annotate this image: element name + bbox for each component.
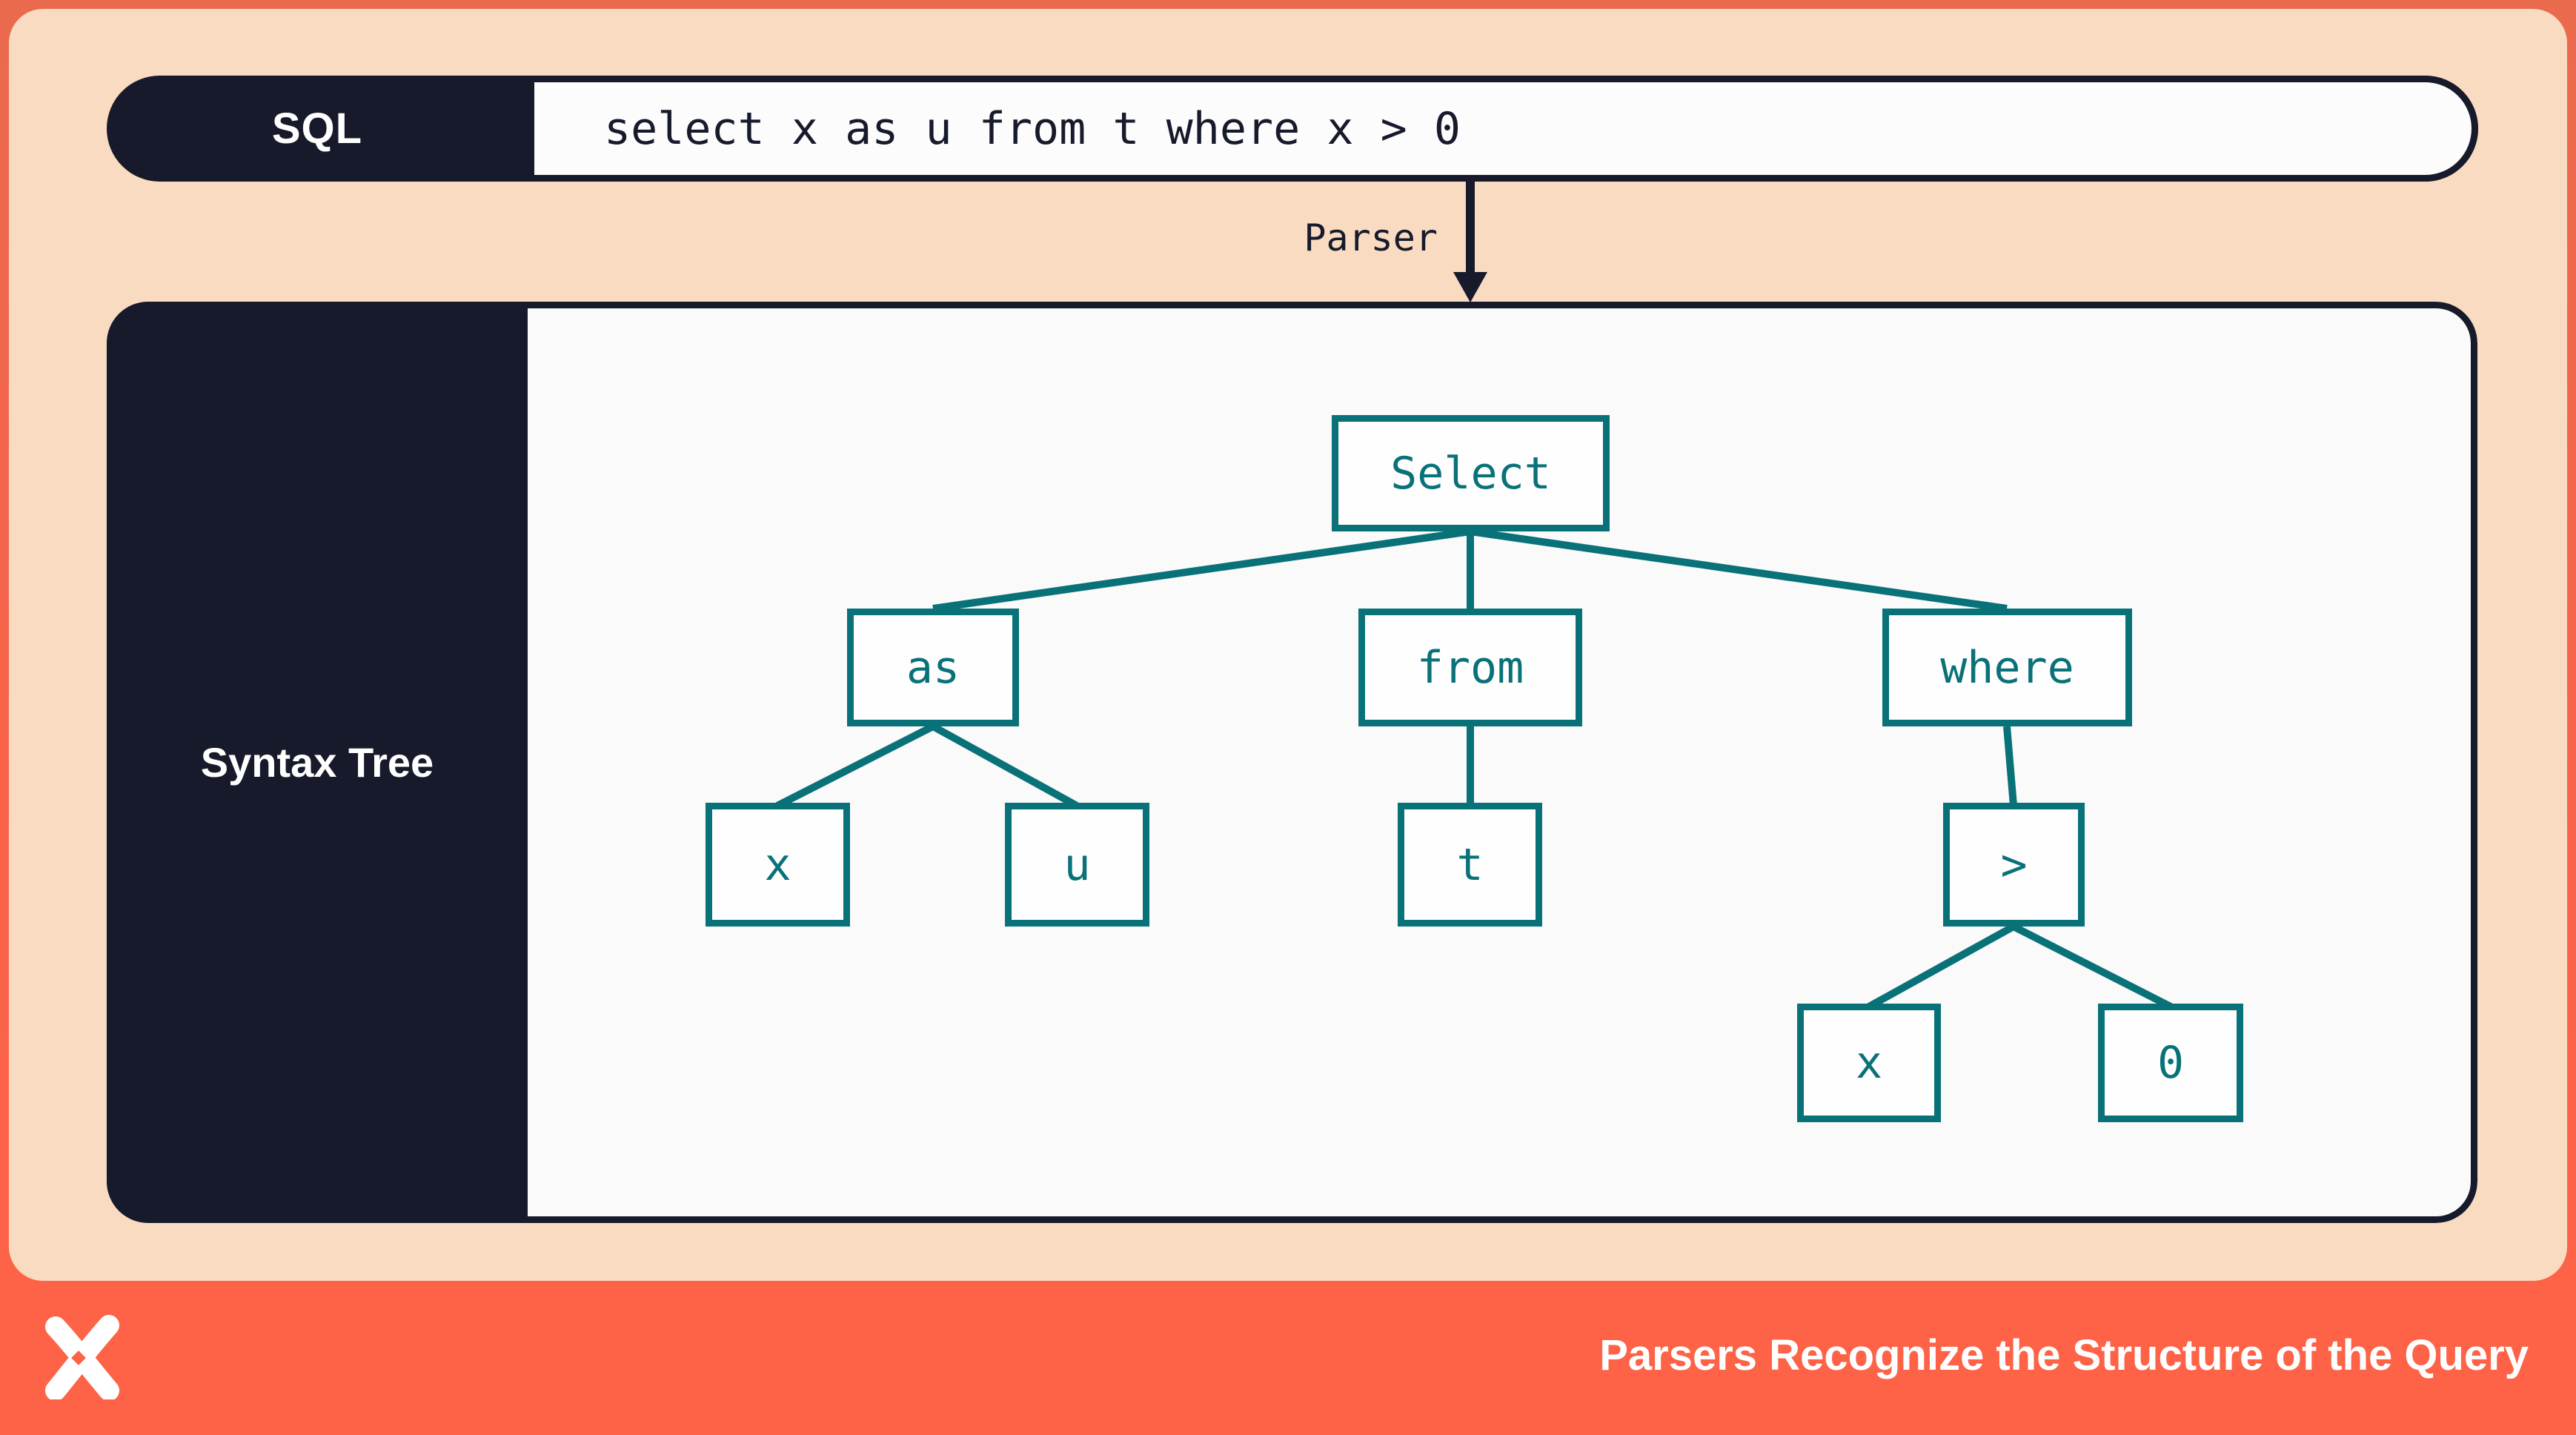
syntax-tree-label: Syntax Tree: [200, 739, 434, 786]
tree-node-from: from: [1358, 609, 1582, 726]
sql-bar: SQL select x as u from t where x > 0: [107, 76, 2478, 182]
parser-arrow-down-icon: [1453, 272, 1487, 302]
tree-node-zero: 0: [2098, 1004, 2243, 1122]
sql-query-text: select x as u from t where x > 0: [528, 76, 2478, 182]
tree-edges: [775, 528, 2173, 1010]
tree-edge-select-where: [1470, 528, 2008, 612]
tree-node-greater-than: >: [1943, 803, 2085, 927]
tree-node-as: as: [847, 609, 1019, 726]
sql-bar-label: SQL: [271, 105, 363, 153]
parser-label: Parser: [1304, 216, 1438, 259]
tree-edge-where-gt: [2003, 726, 2017, 806]
tree-node-t: t: [1398, 803, 1542, 927]
tree-edge-select-as: [932, 528, 1471, 612]
tree-node-x-alias: x: [706, 803, 850, 927]
tree-node-x-operand: x: [1797, 1004, 1941, 1122]
footer-title: Parsers Recognize the Structure of the Q…: [1599, 1331, 2529, 1379]
tree-edge-gt-x: [1867, 923, 2016, 1010]
tree-edge-as-x: [775, 723, 935, 809]
tree-node-u: u: [1005, 803, 1149, 927]
syntax-tree-panel: Syntax Tree Select as from where x u t >…: [107, 302, 2477, 1223]
syntax-tree-sidebar: Syntax Tree: [107, 302, 528, 1223]
parser-arrow-stem: [1466, 182, 1475, 275]
tree-edge-gt-zero: [2011, 923, 2173, 1010]
tree-node-select: Select: [1332, 415, 1610, 531]
tree-edge-as-u: [931, 723, 1079, 809]
tree-node-where: where: [1882, 609, 2132, 726]
x-logo-icon: [45, 1315, 119, 1399]
